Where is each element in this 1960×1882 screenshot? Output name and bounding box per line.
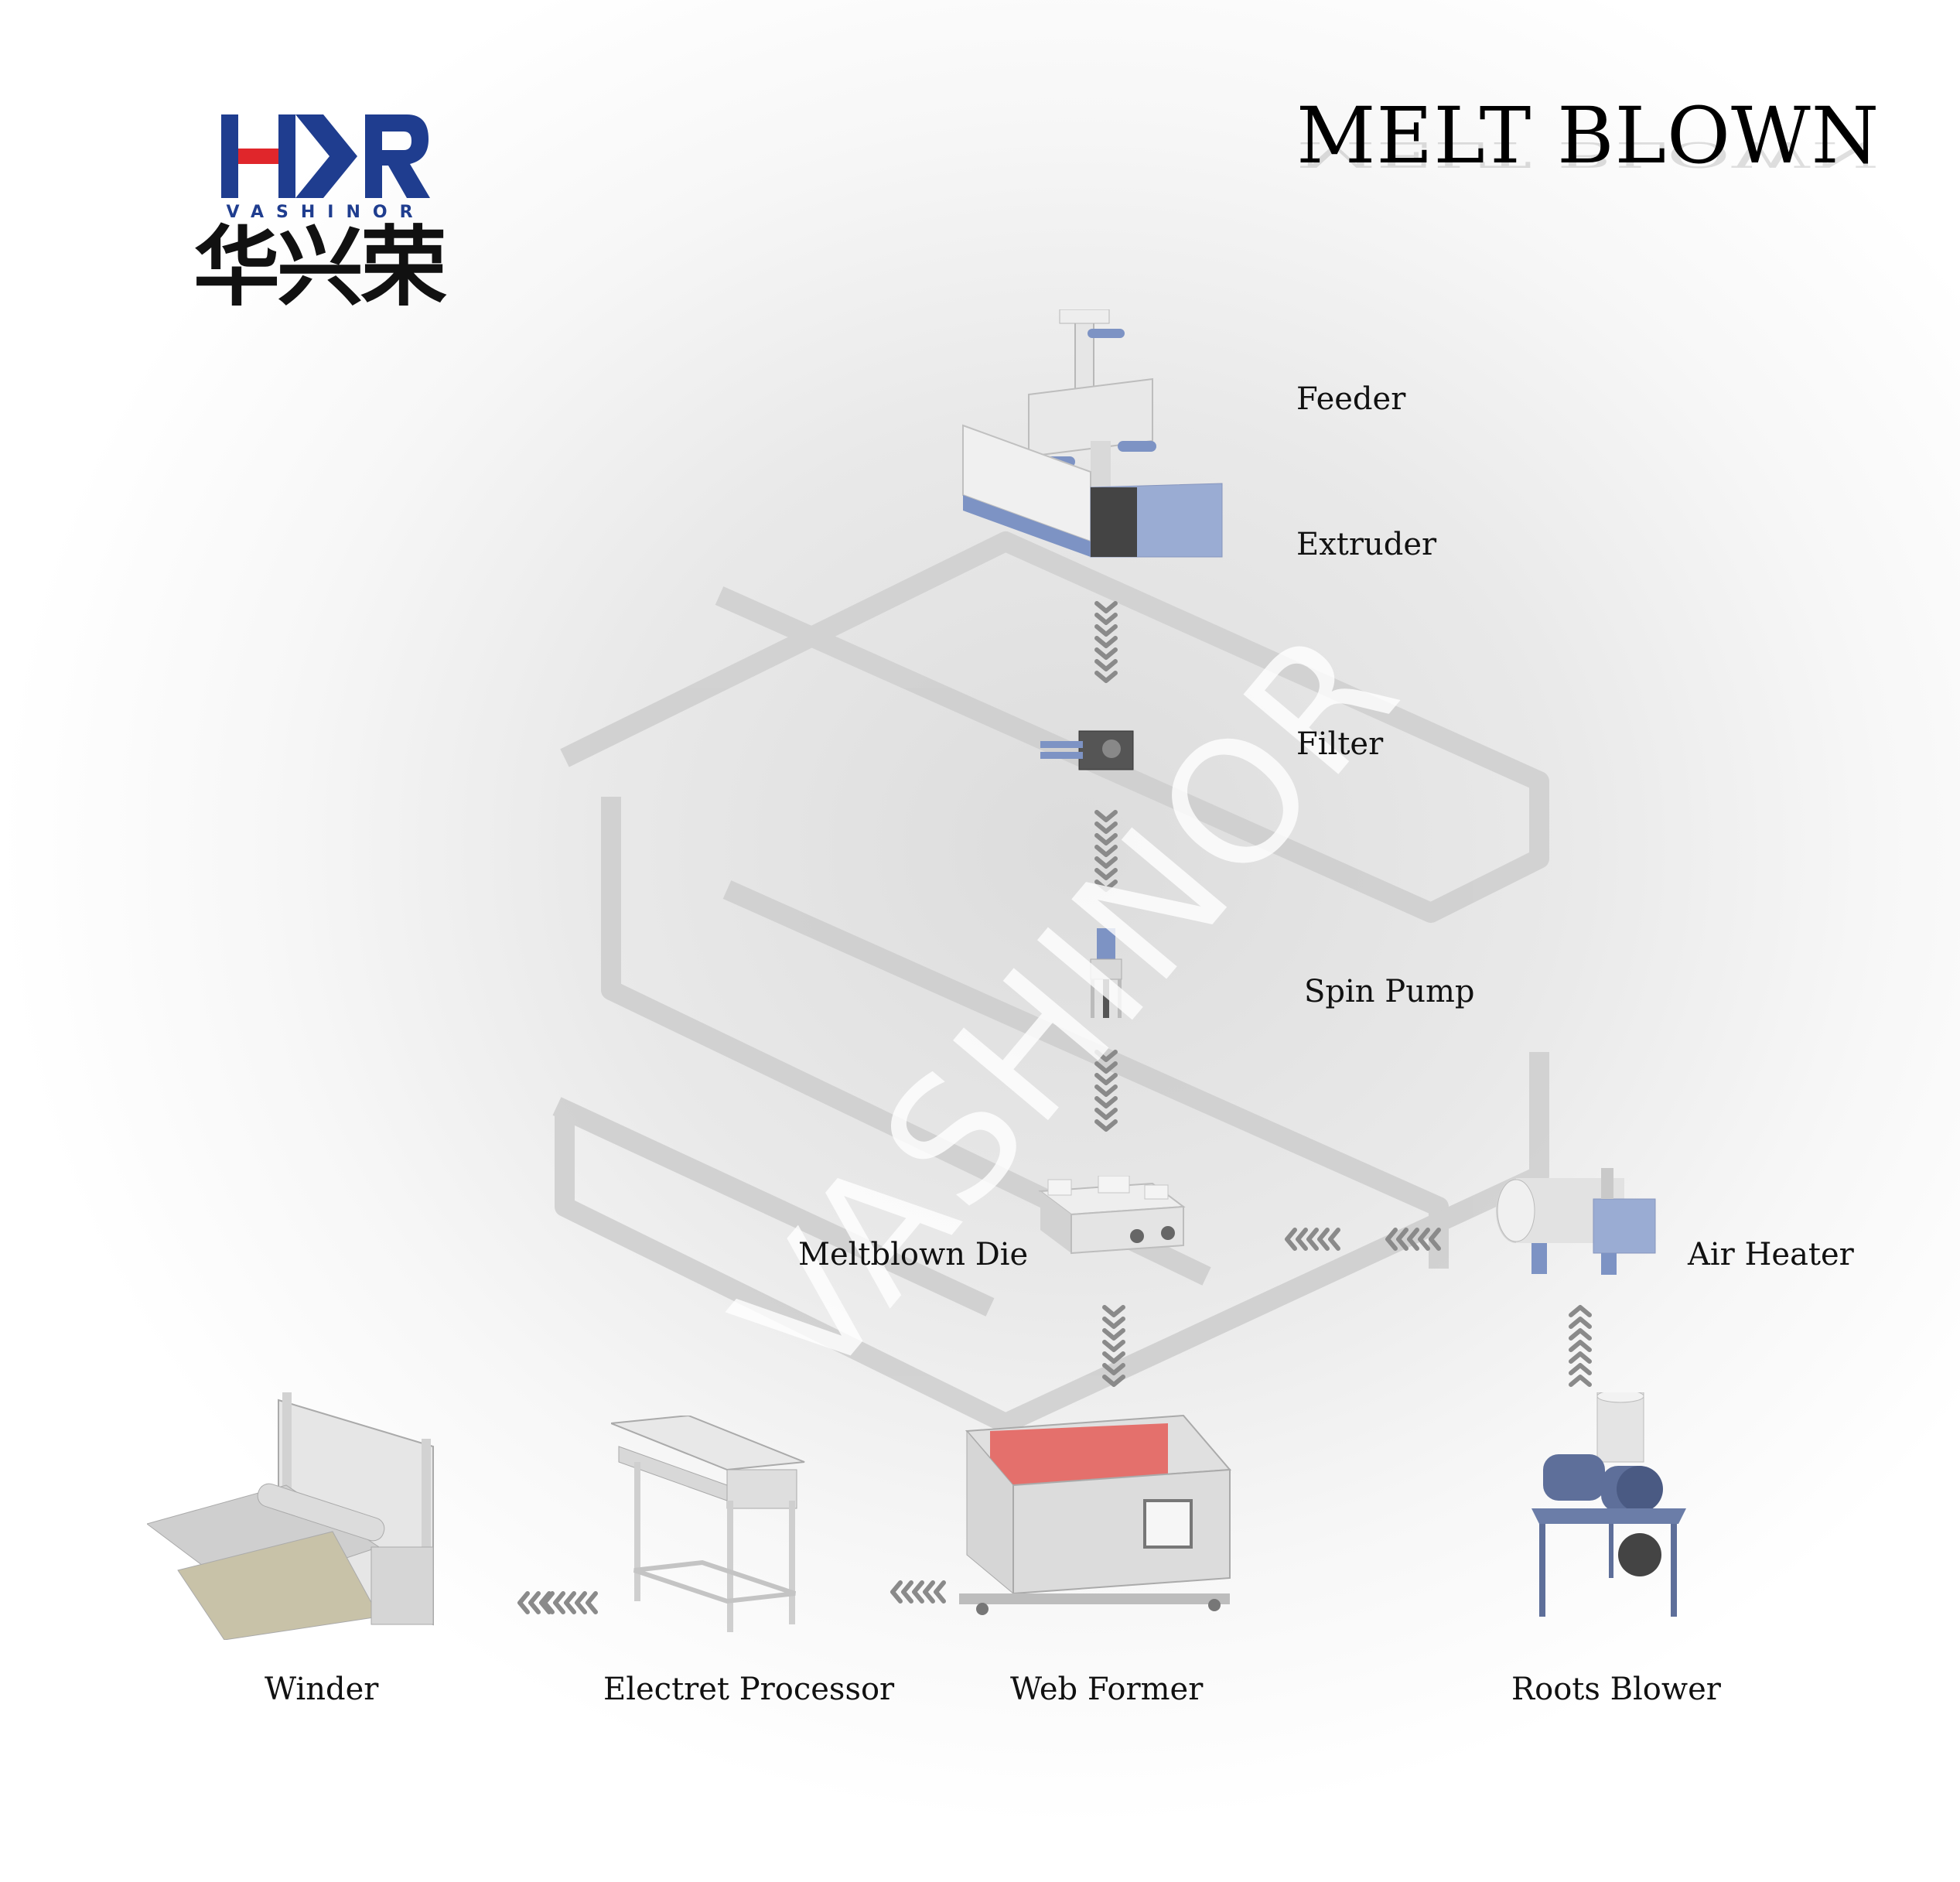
arrow-electret-to-winder-b: [517, 1591, 551, 1614]
meltblown-die-machine: [1038, 1176, 1186, 1255]
chevron-icon: [1094, 833, 1118, 845]
page-title: MELT BLOWN: [1296, 91, 1880, 181]
arrow-spin-pump-to-die: [1094, 1050, 1118, 1132]
chevron-icon: [1094, 647, 1118, 660]
chevron-icon: [1328, 1228, 1340, 1251]
chevron-icon: [934, 1580, 946, 1604]
label-meltblown-die: Meltblown Die: [798, 1237, 1029, 1272]
arrow-former-to-electret: [890, 1580, 946, 1604]
spin-pump-machine: [1090, 928, 1122, 1018]
chevron-icon: [1094, 856, 1118, 869]
chevron-icon: [1094, 601, 1118, 613]
logo-chinese-name: 华兴荣: [193, 217, 447, 318]
chevron-icon: [1285, 1228, 1297, 1251]
chevron-icon: [1569, 1351, 1592, 1364]
chevron-icon: [901, 1580, 913, 1604]
chevron-icon: [890, 1580, 903, 1604]
chevron-icon: [1094, 845, 1118, 857]
chevron-icon: [1102, 1363, 1125, 1375]
chevron-icon: [1102, 1351, 1125, 1364]
chevron-icon: [1094, 868, 1118, 880]
chevron-icon: [1306, 1228, 1319, 1251]
chevron-icon: [1094, 821, 1118, 834]
chevron-icon: [1569, 1328, 1592, 1341]
chevron-icon: [1094, 671, 1118, 683]
arrow-extruder-to-filter: [1094, 601, 1118, 683]
chevron-icon: [1094, 810, 1118, 822]
company-logo: [221, 114, 430, 198]
chevron-icon: [1102, 1305, 1125, 1317]
arrow-heater-to-die-b: [1285, 1228, 1340, 1251]
label-air-heater: Air Heater: [1688, 1237, 1854, 1272]
arrow-electret-to-winder-a: [542, 1591, 598, 1614]
chevron-icon: [912, 1580, 924, 1604]
chevron-icon: [1094, 613, 1118, 625]
winder-machine: [147, 1392, 434, 1640]
chevron-icon: [1569, 1363, 1592, 1375]
chevron-icon: [1569, 1305, 1592, 1317]
chevron-icon: [923, 1580, 935, 1604]
chevron-icon: [1396, 1228, 1409, 1251]
label-feeder: Feeder: [1296, 381, 1406, 417]
roots-blower-machine: [1531, 1392, 1686, 1617]
chevron-icon: [1102, 1340, 1125, 1352]
chevron-icon: [1094, 636, 1118, 648]
chevron-icon: [1418, 1228, 1430, 1251]
arrow-heater-to-die-a: [1385, 1228, 1441, 1251]
label-electret-processor: Electret Processor: [603, 1672, 895, 1707]
label-winder: Winder: [265, 1672, 379, 1707]
label-filter: Filter: [1296, 726, 1384, 762]
chevron-icon: [1094, 624, 1118, 637]
logo-brand-text: VASHINOR: [226, 203, 425, 222]
chevron-icon: [586, 1591, 598, 1614]
chevron-icon: [542, 1591, 555, 1614]
label-extruder: Extruder: [1296, 527, 1437, 562]
electret-processor-machine: [611, 1416, 805, 1632]
label-spin-pump: Spin Pump: [1304, 974, 1475, 1009]
arrow-filter-to-spin-pump: [1094, 810, 1118, 892]
chevron-icon: [1385, 1228, 1398, 1251]
chevron-icon: [1094, 1084, 1118, 1097]
chevron-icon: [564, 1591, 576, 1614]
chevron-icon: [1407, 1228, 1419, 1251]
chevron-icon: [1094, 1119, 1118, 1132]
chevron-icon: [1569, 1340, 1592, 1352]
arrow-blower-to-heater: [1569, 1305, 1592, 1387]
chevron-icon: [539, 1591, 551, 1614]
chevron-icon: [1094, 659, 1118, 671]
chevron-icon: [1094, 1061, 1118, 1074]
chevron-icon: [1094, 1050, 1118, 1062]
arrow-die-to-web-former: [1102, 1305, 1125, 1387]
chevron-icon: [517, 1591, 530, 1614]
chevron-icon: [1094, 1108, 1118, 1120]
chevron-icon: [1094, 1096, 1118, 1108]
chevron-icon: [1094, 880, 1118, 892]
label-web-former: Web Former: [1010, 1672, 1204, 1707]
chevron-icon: [1569, 1317, 1592, 1329]
chevron-icon: [553, 1591, 565, 1614]
chevron-icon: [1102, 1375, 1125, 1387]
chevron-icon: [528, 1591, 541, 1614]
chevron-icon: [1569, 1375, 1592, 1387]
label-roots-blower: Roots Blower: [1511, 1672, 1721, 1707]
chevron-icon: [575, 1591, 587, 1614]
filter-machine: [1040, 730, 1134, 770]
chevron-icon: [1094, 1073, 1118, 1085]
air-heater-machine: [1496, 1168, 1656, 1275]
chevron-icon: [1102, 1328, 1125, 1341]
web-former-machine: [959, 1414, 1232, 1615]
chevron-icon: [1317, 1228, 1330, 1251]
extruder-machine: [962, 309, 1223, 558]
chevron-icon: [1296, 1228, 1308, 1251]
chevron-icon: [1429, 1228, 1441, 1251]
chevron-icon: [1102, 1317, 1125, 1329]
